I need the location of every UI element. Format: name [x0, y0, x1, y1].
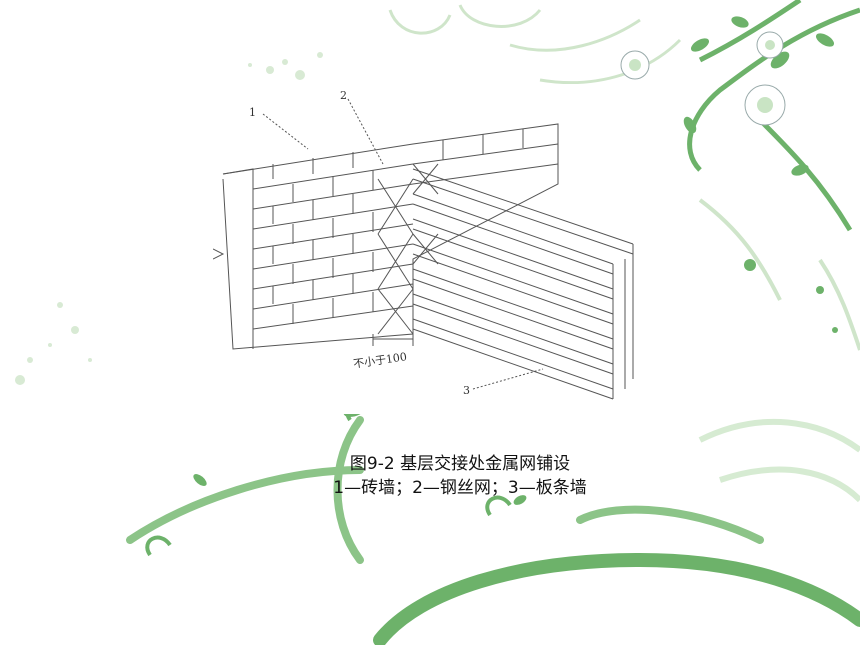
callout-2: 2 [340, 89, 347, 102]
wall-junction-drawing [212, 98, 634, 400]
caption-title: 图9-2 基层交接处金属网铺设 [349, 454, 571, 474]
figure-caption: 图9-2 基层交接处金属网铺设 1—砖墙；2—钢丝网；3—板条墙 [230, 452, 690, 500]
figure-panel: 1 2 3 不小于100 [212, 84, 648, 414]
callout-1: 1 [249, 106, 256, 119]
caption-legend: 1—砖墙；2—钢丝网；3—板条墙 [333, 478, 587, 498]
callout-3: 3 [463, 384, 470, 397]
